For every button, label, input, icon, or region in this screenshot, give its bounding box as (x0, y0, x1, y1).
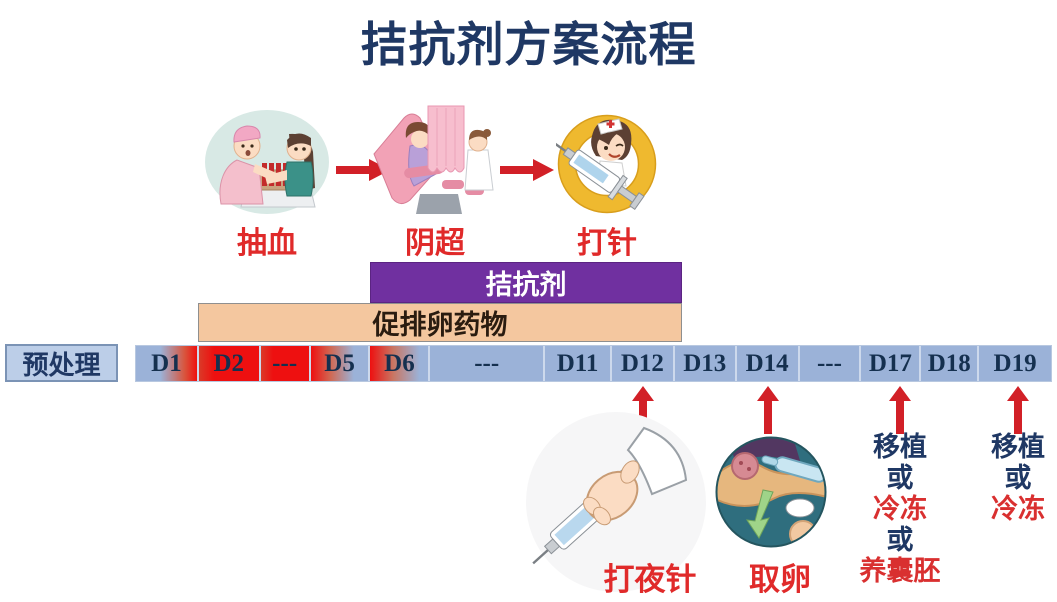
preprocess-box: 预处理 (5, 344, 118, 382)
trigger-shot-label: 打夜针 (603, 562, 697, 597)
day-cell-gap1: --- (260, 346, 311, 381)
outcome-line: 移植 (991, 432, 1045, 462)
arrow-up-icon-d17 (889, 386, 911, 439)
outcome-line: 或 (886, 525, 914, 555)
ultrasound-icon (370, 102, 500, 216)
timeline-row: D1 D2 --- D5 D6 --- D11 D12 D13 D14 --- … (135, 345, 1052, 382)
day-cell-d11: D11 (545, 346, 612, 381)
day-cell-d18: D18 (921, 346, 980, 381)
day-cell-d2: D2 (198, 346, 261, 381)
day-cell-gap2: --- (430, 346, 546, 381)
day-cell-d12: D12 (611, 346, 675, 381)
blood-draw-label: 抽血 (237, 227, 297, 260)
injection-icon (553, 106, 658, 218)
day-cell-d13: D13 (674, 346, 737, 381)
stimulation-drugs-bar: 促排卵药物 (198, 303, 682, 342)
d17-outcome-stack: 移植 或 冷冻 或 养囊胚 (852, 432, 948, 587)
day-cell-d17: D17 (861, 346, 922, 381)
outcome-line: 或 (886, 463, 914, 493)
outcome-line: 或 (1004, 463, 1032, 493)
d19-outcome-stack: 移植 或 冷冻 (970, 432, 1057, 525)
egg-retrieval-label: 取卵 (749, 562, 811, 597)
blood-draw-icon (203, 108, 331, 216)
outcome-line: 冷冻 (991, 494, 1045, 524)
arrow-up-icon-d19 (1007, 386, 1029, 439)
arrow-up-icon-d12 (632, 386, 654, 439)
page-title: 拮抗剂方案流程 (360, 20, 697, 72)
outcome-line: 养囊胚 (859, 556, 941, 586)
outcome-line: 冷冻 (873, 494, 927, 524)
antagonist-bar-label: 拮抗剂 (485, 270, 567, 300)
trigger-shot-icon (520, 410, 712, 602)
day-cell-d19: D19 (979, 346, 1051, 381)
day-cell-d1: D1 (136, 346, 199, 381)
egg-retrieval-icon (715, 436, 827, 548)
ultrasound-label: 阴超 (405, 227, 465, 260)
arrow-up-icon-d14 (757, 386, 779, 439)
injection-label: 打针 (577, 227, 637, 260)
preprocess-label: 预处理 (22, 350, 101, 380)
stimulation-drugs-label: 促排卵药物 (372, 310, 508, 340)
antagonist-bar: 拮抗剂 (370, 262, 682, 303)
arrow-right-icon (336, 158, 390, 187)
arrow-right-icon (500, 158, 554, 187)
day-cell-gap3: --- (799, 346, 862, 381)
outcome-line: 移植 (873, 432, 927, 462)
day-cell-d6: D6 (370, 346, 431, 381)
day-cell-d5: D5 (310, 346, 371, 381)
day-cell-d14: D14 (736, 346, 800, 381)
